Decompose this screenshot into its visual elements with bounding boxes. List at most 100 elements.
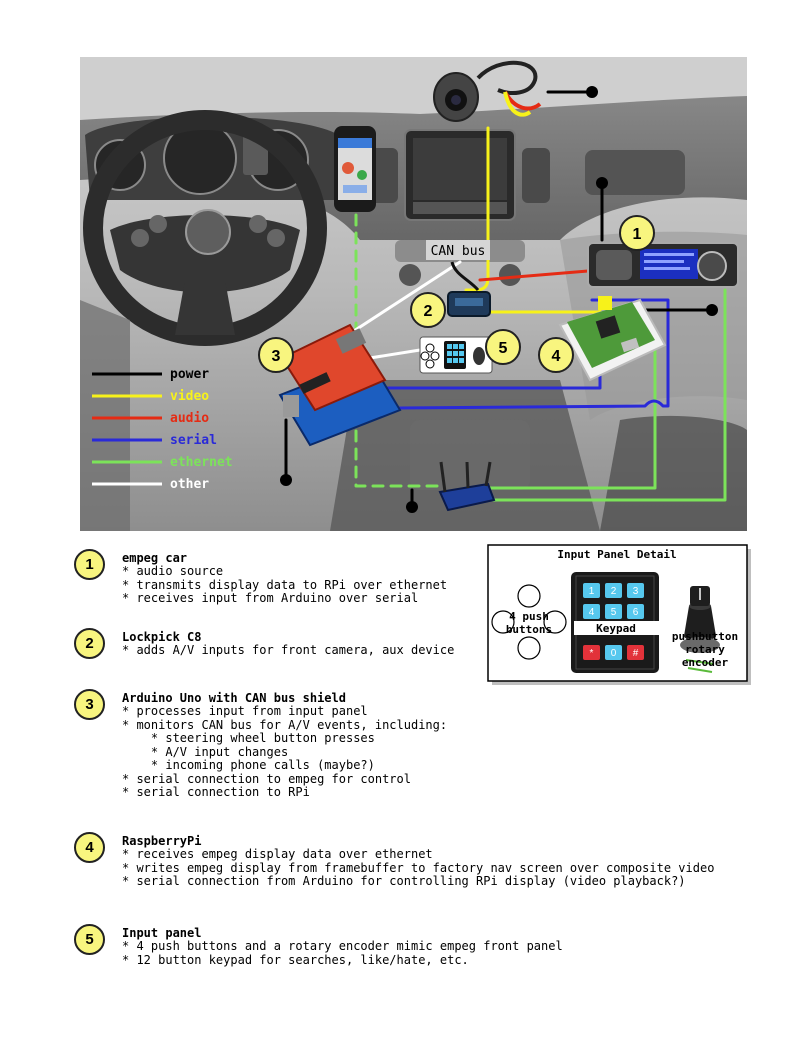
- bullet-line: * serial connection to empeg for control: [122, 771, 411, 786]
- svg-text:3: 3: [633, 586, 639, 597]
- encoder-label-line2: rotary: [685, 643, 725, 656]
- section-number-badge: 4: [74, 832, 105, 863]
- svg-text:power: power: [170, 367, 209, 382]
- can-bus-label-box: [426, 240, 490, 260]
- legend-item-power: power: [92, 367, 209, 382]
- bullet-line: * serial connection to RPi: [122, 785, 310, 799]
- section-bullets: * audio source * transmits display data …: [122, 564, 448, 606]
- section-title: Lockpick C8: [122, 630, 202, 644]
- svg-text:other: other: [170, 477, 209, 492]
- empeg-device: [587, 242, 739, 288]
- push-buttons-label-line2: buttons: [506, 623, 552, 636]
- svg-text:2: 2: [611, 586, 617, 597]
- svg-text:*: *: [590, 648, 594, 659]
- router-device: [438, 461, 496, 512]
- svg-text:0: 0: [611, 648, 617, 659]
- legend-item-video: video: [92, 389, 209, 404]
- encoder-label-line1: pushbutton: [672, 630, 738, 643]
- section-lockpick-c8: 2 Lockpick C8 * adds A/V inputs for fron…: [74, 628, 774, 668]
- section-empeg-car: 1 empeg car * audio source * transmits d…: [74, 549, 774, 619]
- audio-wire: [478, 268, 602, 282]
- arduino-can-shield-device: [278, 323, 402, 447]
- bullet-line: * monitors CAN bus for A/V events, inclu…: [122, 717, 448, 732]
- legend-item-other: other: [92, 477, 209, 492]
- raspberry-pi-device: [558, 296, 667, 382]
- svg-text:audio: audio: [170, 411, 209, 426]
- push-buttons-label-line1: 4 push: [509, 610, 549, 623]
- car-interior-photo: [80, 57, 747, 531]
- section-raspberry-pi: 4 RaspberryPi * receives empeg display d…: [74, 832, 774, 892]
- bullet-line: * audio source: [122, 564, 224, 578]
- bullet-line: * incoming phone calls (maybe?): [122, 758, 375, 772]
- keypad-label: Keypad: [596, 622, 636, 635]
- power-dots: [280, 86, 718, 513]
- badge-4: 4: [538, 337, 574, 373]
- svg-text:1: 1: [589, 586, 595, 597]
- wires: [284, 90, 727, 509]
- push-button-left: [491, 610, 515, 634]
- svg-text:1: 1: [633, 226, 642, 243]
- section-number-badge: 2: [74, 628, 105, 659]
- svg-text:5: 5: [611, 607, 617, 618]
- encoder-label-line3: encoder: [682, 656, 729, 669]
- lockpick-device: [447, 261, 491, 317]
- ethernet-dashed-wire-phone: [354, 213, 440, 488]
- bullet-line: * 4 push buttons and a rotary encoder mi…: [122, 939, 563, 953]
- svg-text:3: 3: [272, 348, 281, 365]
- input-panel-device: [419, 336, 493, 374]
- push-button-up: [517, 584, 541, 608]
- bullet-line: * 12 button keypad for searches, like/ha…: [122, 952, 469, 967]
- push-buttons-diagram: [491, 584, 567, 660]
- section-input-panel: 5 Input panel * 4 push buttons and a rot…: [74, 924, 774, 974]
- can-bus-label: CAN bus: [431, 244, 486, 259]
- rotary-encoder-diagram: [680, 586, 720, 673]
- wire-legend: power video audio serial ethernet other: [92, 367, 233, 492]
- section-title: empeg car: [122, 551, 188, 565]
- smartphone-device: [334, 126, 376, 212]
- bullet-line: * serial connection from Arduino for con…: [122, 874, 686, 888]
- section-title: RaspberryPi: [122, 834, 202, 848]
- bullet-line: * steering wheel button presses: [122, 731, 375, 745]
- ethernet-wire-empeg: [478, 288, 727, 502]
- bullet-line: * transmits display data to RPi over eth…: [122, 577, 448, 592]
- section-title: Arduino Uno with CAN bus shield: [122, 691, 346, 705]
- keypad-diagram: 1 2 3 4 5 6 7 8 9 * 0: [571, 572, 660, 673]
- bullet-line: * receives empeg display data over ether…: [122, 847, 433, 861]
- bullet-line: * receives input from Arduino over seria…: [122, 591, 419, 605]
- can-bus-wire: [338, 260, 462, 342]
- input-panel-detail: Input Panel Detail 4 push buttons 1 2 3 …: [487, 544, 751, 685]
- section-bullets: * receives empeg display data over ether…: [122, 847, 715, 889]
- badge-2: 2: [410, 292, 446, 328]
- section-title: Input panel: [122, 926, 202, 940]
- badge-5: 5: [485, 329, 521, 365]
- ethernet-wire-rpi: [478, 328, 657, 490]
- section-number-badge: 5: [74, 924, 105, 955]
- svg-text:4: 4: [552, 348, 561, 365]
- svg-text:video: video: [170, 389, 209, 404]
- section-bullets: * processes input from input panel * mon…: [122, 704, 448, 800]
- svg-text:serial: serial: [170, 433, 217, 448]
- svg-text:#: #: [633, 648, 639, 659]
- svg-text:5: 5: [499, 340, 508, 357]
- section-number-badge: 3: [74, 689, 105, 720]
- push-button-right: [543, 610, 567, 634]
- camera-device: [433, 60, 542, 122]
- svg-text:4: 4: [589, 607, 595, 618]
- svg-text:ethernet: ethernet: [170, 455, 233, 470]
- input-panel-detail-title: Input Panel Detail: [557, 548, 676, 561]
- legend-item-serial: serial: [92, 433, 217, 448]
- svg-text:2: 2: [424, 303, 433, 320]
- bullet-line: * processes input from input panel: [122, 704, 368, 718]
- svg-text:6: 6: [633, 607, 639, 618]
- push-button-down: [517, 636, 541, 660]
- serial-wire-rpi: [398, 298, 670, 410]
- section-bullets: * adds A/V inputs for front camera, aux …: [122, 643, 455, 658]
- section-bullets: * 4 push buttons and a rotary encoder mi…: [122, 939, 563, 967]
- section-arduino-uno: 3 Arduino Uno with CAN bus shield * proc…: [74, 689, 774, 809]
- section-number-badge: 1: [74, 549, 105, 580]
- bullet-line: * writes empeg display from framebuffer …: [122, 860, 715, 875]
- legend-item-audio: audio: [92, 411, 209, 426]
- bullet-line: * adds A/V inputs for front camera, aux …: [122, 643, 455, 657]
- badge-1: 1: [619, 215, 655, 251]
